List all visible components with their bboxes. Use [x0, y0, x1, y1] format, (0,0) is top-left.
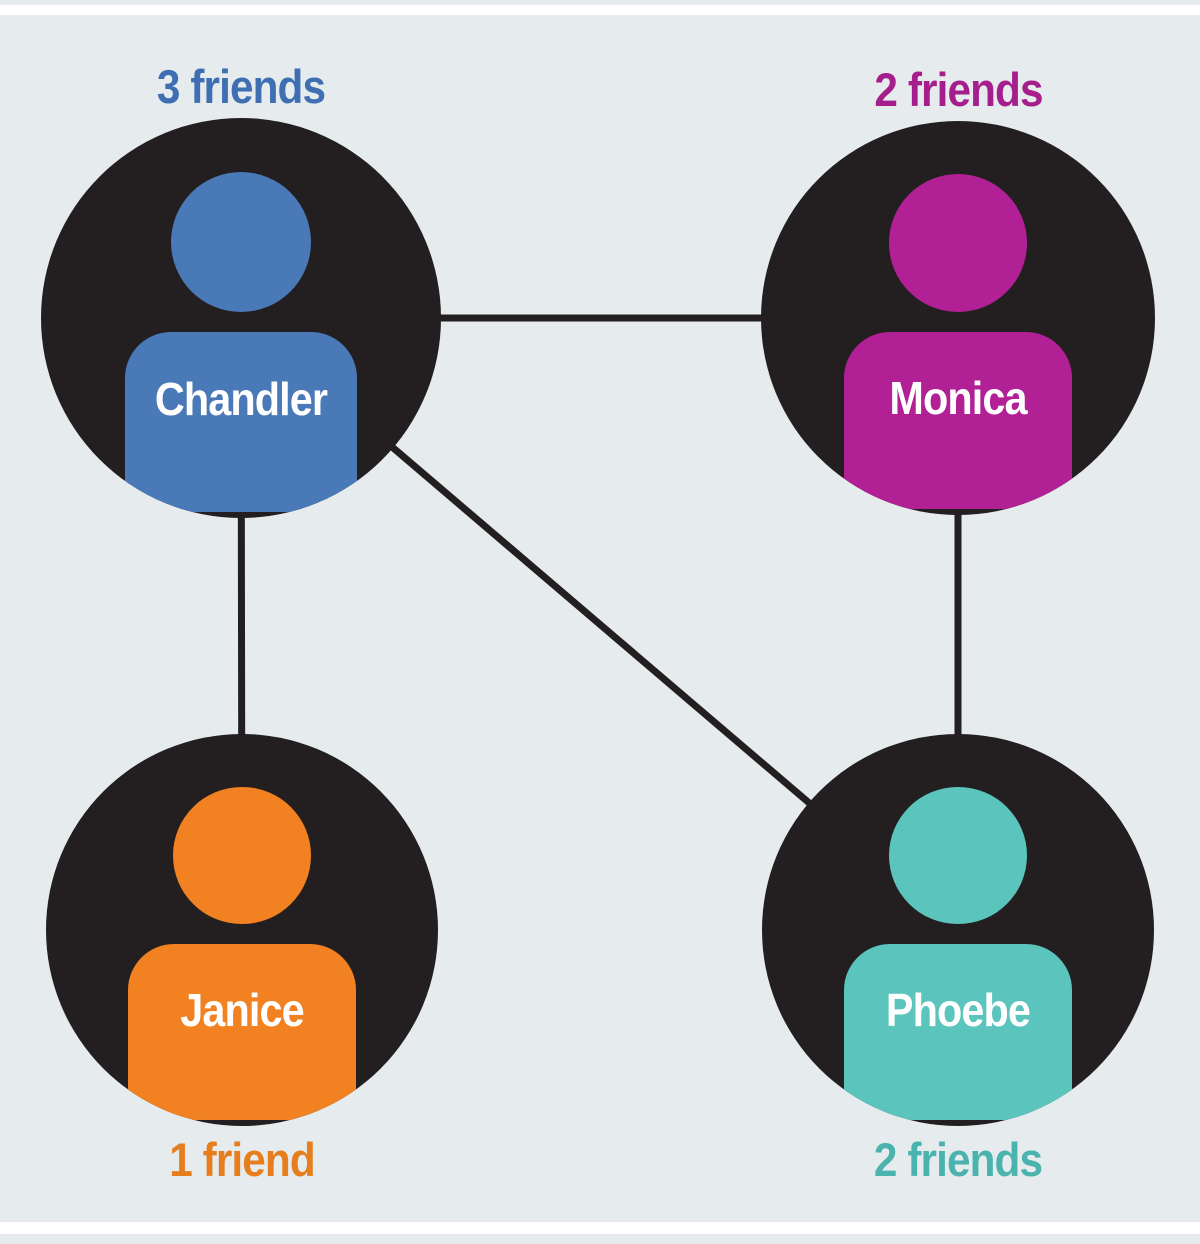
person-name-label: Janice [180, 983, 304, 1036]
bottom-separator-band [0, 1222, 1200, 1234]
node-phoebe: 2 friends Phoebe [762, 734, 1154, 1183]
avatar-circle: Chandler [41, 118, 441, 518]
avatar-circle: Phoebe [762, 734, 1154, 1126]
person-head-icon [173, 786, 311, 925]
avatar-circle: Monica [761, 121, 1155, 515]
person-head-icon [889, 174, 1027, 313]
friend-count-label: 2 friends [873, 63, 1043, 116]
person-torso-icon [844, 943, 1072, 1121]
person-name-label: Chandler [154, 373, 328, 425]
friend-count-label: 1 friend [169, 1133, 315, 1186]
node-janice: 1 friend Janice [46, 734, 438, 1183]
node-chandler: 3 friends Chandler [41, 63, 441, 518]
person-torso-icon [843, 331, 1073, 510]
person-torso-icon [125, 332, 357, 512]
top-separator-band [0, 5, 1200, 15]
person-torso-icon [128, 943, 356, 1121]
person-head-icon [889, 786, 1027, 925]
friend-count-label: 2 friends [873, 1133, 1043, 1186]
node-monica: 2 friends Monica [761, 66, 1155, 515]
person-head-icon [171, 172, 311, 312]
person-name-label: Monica [889, 372, 1027, 425]
friend-count-label: 3 friends [156, 60, 326, 113]
person-name-label: Phoebe [885, 983, 1031, 1036]
avatar-circle: Janice [46, 734, 438, 1126]
